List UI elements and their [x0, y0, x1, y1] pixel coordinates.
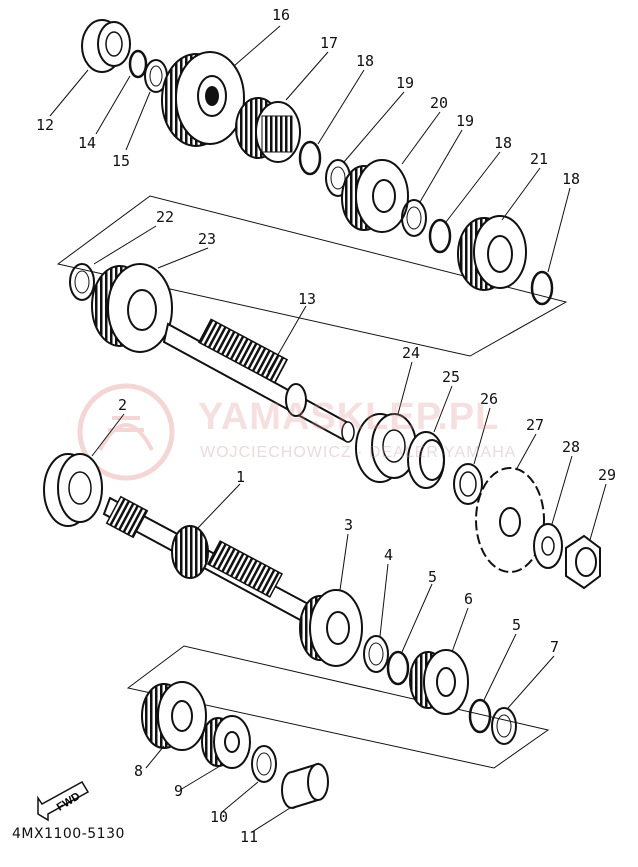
watermark-title: YAMASKLEP.PL: [198, 396, 500, 438]
watermark-logo: [77, 383, 175, 481]
callout-3: 3: [344, 516, 353, 534]
washer-7: [491, 707, 517, 745]
callout-5a: 5: [428, 568, 437, 586]
fwd-arrow-icon: [37, 780, 90, 822]
callout-20: 20: [430, 94, 448, 112]
callout-22: 22: [156, 208, 174, 226]
callout-27: 27: [526, 416, 544, 434]
gear-3: [299, 589, 363, 667]
callout-12: 12: [36, 116, 54, 134]
bearing-12: [81, 19, 131, 73]
circlip-18c: [530, 270, 554, 306]
callout-6: 6: [464, 590, 473, 608]
callout-10: 10: [210, 808, 228, 826]
callout-18a: 18: [356, 52, 374, 70]
callout-19a: 19: [396, 74, 414, 92]
callout-11: 11: [240, 828, 258, 846]
washer-4: [363, 635, 389, 673]
lock-washer-28: [533, 523, 563, 569]
main-axle-13: [162, 318, 355, 443]
callout-28: 28: [562, 438, 580, 456]
washer-19b: [401, 199, 427, 237]
callout-7: 7: [550, 638, 559, 656]
callout-18b: 18: [494, 134, 512, 152]
callout-23: 23: [198, 230, 216, 248]
callout-24: 24: [402, 344, 420, 362]
callout-2: 2: [118, 396, 127, 414]
gear-9: [201, 715, 251, 769]
bearing-24: [355, 413, 417, 483]
callout-8: 8: [134, 762, 143, 780]
callout-16: 16: [272, 6, 290, 24]
callout-21: 21: [530, 150, 548, 168]
axle-1: [102, 495, 314, 624]
callout-14: 14: [78, 134, 96, 152]
circlip-18b: [428, 218, 452, 254]
bearing-2: [43, 453, 103, 527]
washer-10: [251, 745, 277, 783]
callout-1: 1: [236, 468, 245, 486]
callout-15: 15: [112, 152, 130, 170]
needle-bearing-11: [281, 762, 329, 809]
callout-9: 9: [174, 782, 183, 800]
callout-labels: 1 2 3 4 5 5 6 7 8 9 10 11 12 13 14 15 16…: [36, 6, 616, 846]
circlip-14: [128, 49, 148, 79]
callout-18c: 18: [562, 170, 580, 188]
callout-5b: 5: [512, 616, 521, 634]
washer-22: [69, 263, 95, 301]
callout-17: 17: [320, 34, 338, 52]
watermark-subtitle: WOJCIECHOWICZ · DEALER YAMAHA: [200, 444, 517, 461]
fwd-arrow: FWD: [34, 780, 94, 829]
seal-25: [407, 431, 445, 489]
callout-26: 26: [480, 390, 498, 408]
leader-lines: [49, 25, 607, 833]
circlip-5a: [386, 650, 410, 686]
sprocket-27: [475, 467, 545, 573]
callout-19b: 19: [456, 112, 474, 130]
gear-20: [341, 159, 409, 233]
circlip-5b: [468, 698, 492, 734]
collar-26: [453, 463, 483, 505]
gear-21: [457, 215, 527, 291]
gear-23: [91, 263, 173, 353]
gear-6: [409, 649, 469, 715]
nut-29: [565, 534, 601, 590]
diagram-code: 4MX1100-5130: [12, 826, 125, 842]
gear-8: [141, 681, 207, 751]
upper-enclosure: [56, 195, 568, 357]
lower-enclosure: [126, 645, 550, 769]
gear-16: [161, 51, 245, 147]
callout-13: 13: [298, 290, 316, 308]
callout-4: 4: [384, 546, 393, 564]
callout-25: 25: [442, 368, 460, 386]
gear-17: [235, 97, 301, 163]
circlip-18a: [298, 140, 322, 176]
callout-29: 29: [598, 466, 616, 484]
